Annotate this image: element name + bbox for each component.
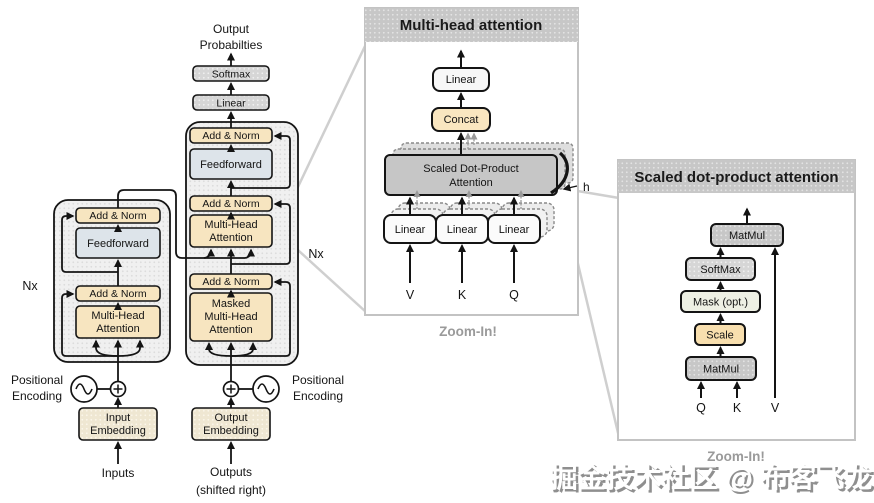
matmul-bottom-box: MatMul [685,356,757,381]
output-embedding-box: Output Embedding [191,407,271,441]
nx-label-decoder: Nx [308,247,324,261]
sdpa-panel-arrows [697,207,779,398]
svg-text:Multi-Head: Multi-Head [91,310,144,322]
svg-text:h: h [583,180,590,194]
multi-head-attention-panel: Multi-head attention Linear Concat Scale… [364,7,590,339]
outputs-label: Outputs [210,465,252,479]
decoder-add-norm-middle: Add & Norm [189,195,273,212]
decoder-add-norm-top: Add & Norm [189,127,273,144]
decoder-masked-multi-head-attention: Masked Multi-Head Attention [189,292,273,342]
svg-text:掘金技术社区 @ 布客飞龙: 掘金技术社区 @ 布客飞龙 [550,461,873,493]
sine-wave-icon [252,375,280,403]
sdpa-panel-caption: Zoom-In! [707,449,765,464]
positional-encoding-left: Positional Encoding [11,373,127,403]
svg-text:Feedforward: Feedforward [200,159,262,171]
scale-box: Scale [694,323,746,346]
svg-text:Attention: Attention [209,324,252,336]
v-input-label: V [406,288,415,302]
watermark: 掘金技术社区 @ 布客飞龙 掘金技术社区 @ 布客飞龙 [550,461,874,496]
linear-top-box: Linear [432,67,490,92]
flow-arrows [61,52,291,464]
mask-box: Mask (opt.) [680,290,761,313]
plus-circle-icon [222,380,240,398]
decoder-add-norm-bottom: Add & Norm [189,273,273,290]
nx-label-encoder: Nx [22,279,38,293]
encoder-add-norm-top: Add & Norm [75,207,161,224]
panel-title-bar [618,160,855,193]
svg-text:Attention: Attention [449,177,492,189]
svg-text:MatMul: MatMul [703,364,739,376]
vkq-ghost-arrows [413,190,525,209]
outputs-shifted-label: (shifted right) [196,483,266,497]
svg-text:Output: Output [214,412,247,424]
svg-text:Concat: Concat [444,114,479,126]
svg-text:Multi-Head: Multi-Head [204,311,257,323]
sine-wave-icon [70,375,98,403]
input-embedding-box: Input Embedding [78,407,158,441]
encoder-add-norm-top-label: Add & Norm [89,210,146,222]
svg-text:Linear: Linear [395,224,426,236]
svg-text:Linear: Linear [447,224,478,236]
encoder-feedforward: Feedforward [75,227,161,259]
svg-text:SoftMax: SoftMax [700,264,741,276]
panel-title: Scaled dot-product attention [634,169,838,186]
linear-stack-q: Linear [487,202,555,244]
svg-text:MatMul: MatMul [729,230,765,242]
softmax-box: Softmax [192,65,270,82]
mha-panel-ghost-arrows [464,132,478,149]
svg-text:Add & Norm: Add & Norm [202,276,259,288]
svg-text:Attention: Attention [209,232,252,244]
svg-text:Input: Input [106,412,130,424]
q-input-label: Q [509,288,519,302]
svg-text:Attention: Attention [96,323,139,335]
sdpa-stack: Scaled Dot-Product Attention [384,142,574,196]
svg-text:Embedding: Embedding [90,425,146,437]
q-input-label: Q [696,401,706,415]
plus-circle-icon [109,380,127,398]
svg-text:Probabilties: Probabilties [200,38,263,52]
concat-box: Concat [431,107,491,132]
softmax-box: SoftMax [685,257,756,281]
v-input-label: V [771,401,780,415]
svg-text:Multi-Head: Multi-Head [204,219,257,231]
encoder-add-norm-bottom-label: Add & Norm [89,288,146,300]
svg-text:Linear: Linear [216,98,246,110]
svg-text:Output: Output [213,22,250,36]
svg-text:Positional: Positional [292,373,344,387]
encoder-decoder-diagram: Add & Norm Feedforward Add & Norm Multi-… [11,22,344,497]
k-input-label: K [458,288,467,302]
svg-text:掘金技术社区 @ 布客飞龙: 掘金技术社区 @ 布客飞龙 [552,464,874,496]
svg-text:Add & Norm: Add & Norm [202,130,259,142]
svg-text:Add & Norm: Add & Norm [202,198,259,210]
decoder-multi-head-attention: Multi-Head Attention [189,214,273,248]
svg-text:Linear: Linear [499,224,530,236]
vkq-arrows [406,196,518,283]
decoder-feedforward: Feedforward [189,148,273,180]
inputs-label: Inputs [102,466,135,480]
encoder-multi-head-attention: Multi-Head Attention [75,305,161,339]
svg-text:Linear: Linear [446,74,477,86]
svg-text:Scale: Scale [706,330,734,342]
svg-text:Positional: Positional [11,373,63,387]
svg-text:Scaled Dot-Product: Scaled Dot-Product [423,163,518,175]
h-heads-annotation: h [550,151,590,195]
output-probabilities-label: Output Probabilties [200,22,263,52]
svg-text:Mask (opt.): Mask (opt.) [693,297,748,309]
encoder-feedforward-label: Feedforward [87,238,149,250]
svg-text:Embedding: Embedding [203,425,259,437]
svg-text:Softmax: Softmax [212,69,251,81]
encoder-add-norm-bottom: Add & Norm [75,285,161,302]
k-input-label: K [733,401,742,415]
matmul-top-box: MatMul [710,223,784,247]
positional-encoding-right: Positional Encoding [222,373,344,403]
svg-text:Masked: Masked [212,298,251,310]
panel-title: Multi-head attention [400,17,543,34]
mha-panel-caption: Zoom-In! [439,324,497,339]
panel-title-bar [365,8,578,42]
scaled-dot-product-panel: Scaled dot-product attention MatMul Soft… [617,159,856,464]
linear-box: Linear [192,94,270,111]
svg-text:Encoding: Encoding [12,389,62,403]
svg-text:Encoding: Encoding [293,389,343,403]
